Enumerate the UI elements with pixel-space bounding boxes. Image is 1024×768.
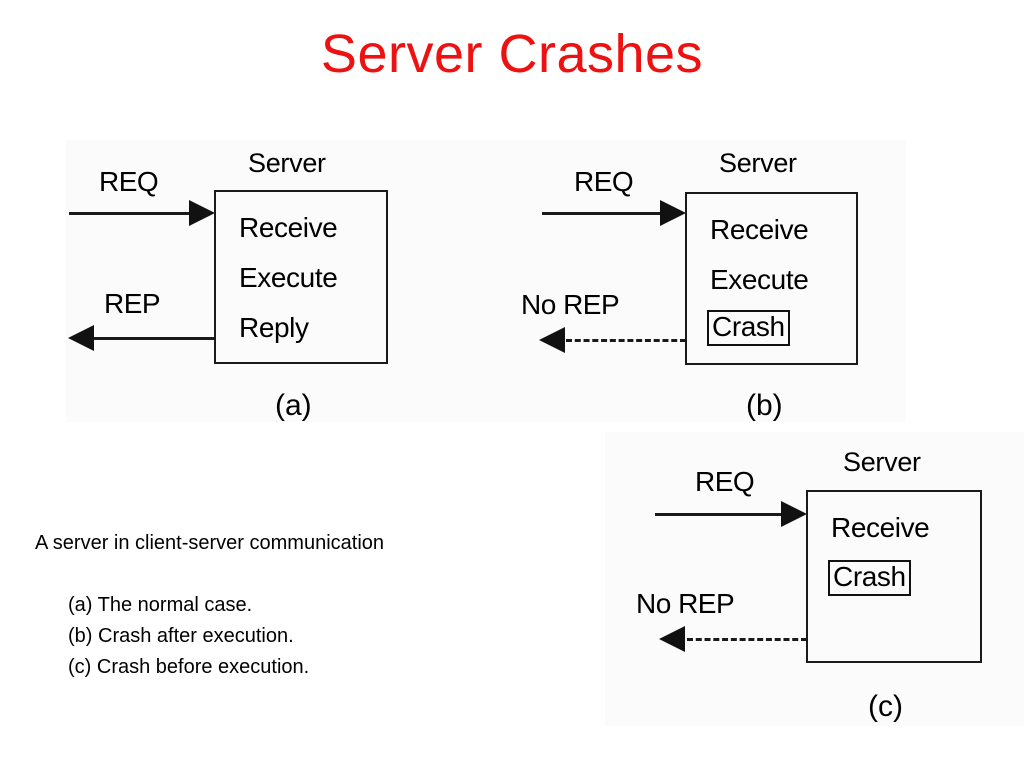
rep-label-a: REP	[104, 288, 161, 319]
step-receive-a: Receive	[239, 212, 338, 243]
rep-arrowhead-a	[68, 325, 94, 351]
no-rep-line-c	[687, 638, 807, 641]
req-label-c: REQ	[695, 466, 755, 497]
server-box-c	[806, 490, 982, 663]
step-reply-a: Reply	[239, 312, 309, 343]
caption-item-b: (b) Crash after execution.	[68, 625, 294, 647]
subfigure-caption-c: (c)	[868, 690, 903, 723]
server-label-c: Server	[843, 447, 921, 477]
req-line-c	[655, 513, 786, 516]
req-arrowhead-b	[660, 200, 686, 226]
step-crash-b: Crash	[707, 310, 790, 346]
req-label-a: REQ	[99, 166, 159, 197]
page-title: Server Crashes	[320, 24, 704, 84]
step-execute-a: Execute	[239, 262, 338, 293]
req-arrowhead-a	[189, 200, 215, 226]
caption-item-c: (c) Crash before execution.	[68, 656, 310, 678]
server-box-b	[685, 192, 858, 365]
server-label-b: Server	[719, 148, 797, 178]
subfigure-caption-b: (b)	[746, 389, 783, 422]
rep-line-a	[94, 337, 215, 340]
step-receive-c: Receive	[831, 512, 930, 543]
no-rep-arrowhead-b	[539, 327, 565, 353]
req-line-b	[542, 212, 665, 215]
server-label-a: Server	[248, 148, 326, 178]
caption-block: A server in client-server communication …	[35, 530, 575, 683]
no-rep-label-c: No REP	[636, 588, 735, 619]
caption-item-a: (a) The normal case.	[68, 594, 253, 616]
caption-intro: A server in client-server communication	[35, 532, 385, 554]
step-execute-b: Execute	[710, 264, 809, 295]
no-rep-line-b	[566, 339, 686, 342]
no-rep-arrowhead-c	[659, 626, 685, 652]
server-box-a	[214, 190, 388, 364]
req-arrowhead-c	[781, 501, 807, 527]
step-crash-c: Crash	[828, 560, 911, 596]
step-receive-b: Receive	[710, 214, 809, 245]
no-rep-label-b: No REP	[521, 289, 620, 320]
req-label-b: REQ	[574, 166, 634, 197]
req-line-a	[69, 212, 194, 215]
subfigure-caption-a: (a)	[275, 389, 312, 422]
